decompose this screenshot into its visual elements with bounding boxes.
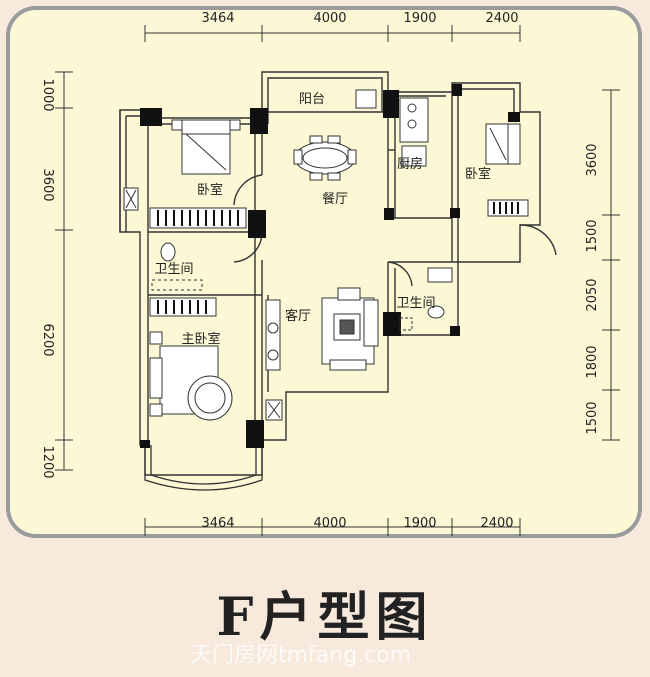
dim-bottom-1: 3464 bbox=[201, 516, 234, 531]
dim-top-4: 2400 bbox=[485, 11, 518, 26]
dim-bottom-3: 1900 bbox=[403, 516, 436, 531]
closet-left-bedroom bbox=[149, 207, 247, 229]
bed-master-bedroom bbox=[149, 331, 233, 421]
bath-left-fixtures bbox=[123, 187, 203, 291]
room-label-dining: 餐厅 bbox=[322, 191, 348, 207]
bed-left-bedroom bbox=[171, 119, 241, 175]
living-sofa-set bbox=[321, 287, 379, 371]
bed-right-bedroom bbox=[485, 123, 521, 165]
dim-right-1: 3600 bbox=[585, 143, 600, 176]
room-label-master: 主卧室 bbox=[181, 331, 220, 347]
dim-top-1: 3464 bbox=[201, 11, 234, 26]
dim-right-3: 2050 bbox=[585, 278, 600, 311]
side-window-boxes bbox=[265, 399, 283, 421]
room-label-bedroom-left: 卧室 bbox=[197, 182, 223, 198]
dim-left-4: 1200 bbox=[40, 445, 55, 478]
dim-left-2: 3600 bbox=[40, 168, 55, 201]
kitchen-counter bbox=[399, 97, 429, 167]
room-label-bath-right: 卫生间 bbox=[396, 296, 435, 311]
dim-right-4: 1800 bbox=[585, 345, 600, 378]
bay-window bbox=[144, 440, 263, 491]
tv-cabinet bbox=[265, 299, 281, 371]
structural-columns bbox=[140, 84, 520, 448]
bath-right-fixtures bbox=[399, 267, 453, 331]
closet-master-bedroom bbox=[149, 297, 217, 317]
balcony-washer bbox=[355, 89, 377, 109]
room-label-bedroom-right: 卧室 bbox=[465, 166, 491, 182]
dimension-lines bbox=[55, 25, 620, 536]
dim-right-5: 1500 bbox=[585, 401, 600, 434]
dim-right-2: 1500 bbox=[585, 219, 600, 252]
dining-table bbox=[293, 135, 357, 181]
dim-top-3: 1900 bbox=[403, 11, 436, 26]
room-label-bath-left: 卫生间 bbox=[154, 262, 193, 277]
dim-bottom-4: 2400 bbox=[480, 516, 513, 531]
room-label-living: 客厅 bbox=[285, 308, 311, 324]
plan-title: F户型图 bbox=[216, 587, 434, 648]
room-label-balcony: 阳台 bbox=[299, 92, 325, 107]
dim-top-2: 4000 bbox=[313, 11, 346, 26]
floor-plan-panel bbox=[6, 6, 642, 538]
dim-left-3: 6200 bbox=[40, 323, 55, 356]
closet-right-bedroom bbox=[487, 199, 529, 217]
floor-plan-drawing: 3464 4000 1900 2400 3464 4000 1900 2400 … bbox=[40, 11, 620, 536]
room-label-kitchen: 厨房 bbox=[397, 156, 423, 172]
dim-left-1: 1000 bbox=[40, 78, 55, 111]
dim-bottom-2: 4000 bbox=[313, 516, 346, 531]
watermark: 天门房网tmfang.com bbox=[190, 643, 412, 668]
